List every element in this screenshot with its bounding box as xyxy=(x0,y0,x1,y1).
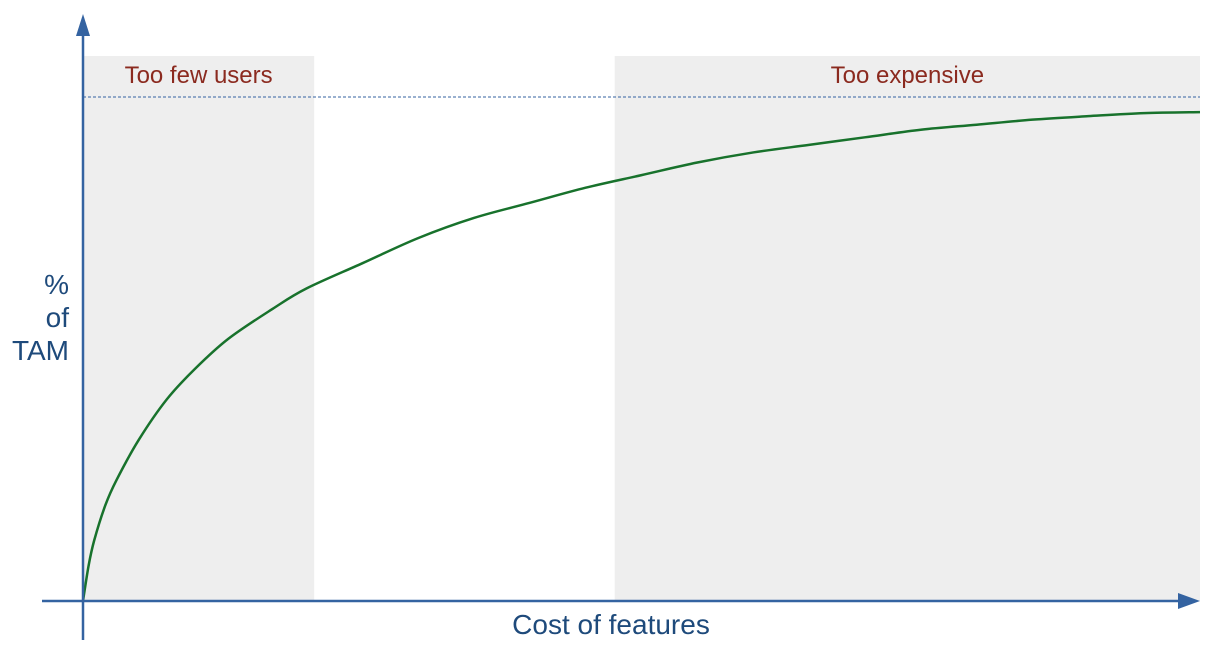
x-axis-arrow-icon xyxy=(1178,593,1200,609)
y-axis-label-line-2: TAM xyxy=(12,335,69,366)
y-axis-arrow-icon xyxy=(76,14,90,36)
y-axis-label-line-0: % xyxy=(44,269,69,300)
region-rect-0 xyxy=(83,56,315,601)
y-axis-label-line-1: of xyxy=(46,302,70,333)
data-curve xyxy=(81,110,1201,602)
x-axis-label: Cost of features xyxy=(512,609,710,640)
shaded-regions: Too few users Too expensive xyxy=(83,56,1200,601)
region-label-0: Too few users xyxy=(125,62,273,89)
region-label-1: Too expensive xyxy=(831,62,984,89)
region-rect-1 xyxy=(614,56,1200,601)
